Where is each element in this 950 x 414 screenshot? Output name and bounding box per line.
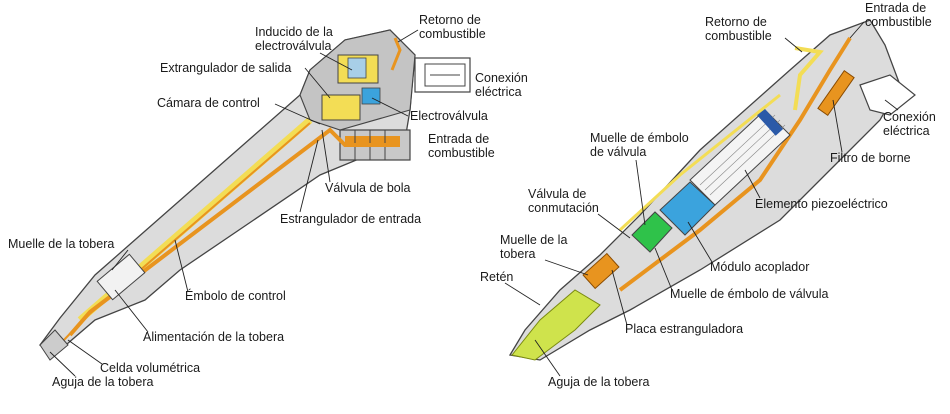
left-nozzle-tip — [39, 329, 69, 361]
left-electrical-connector — [414, 57, 471, 93]
label-right-piezo: Elemento piezoeléctrico — [755, 197, 888, 211]
label-right-filtro: Filtro de borne — [830, 151, 911, 165]
label-left-inducido-1: Inducido de la — [255, 25, 333, 39]
label-right-retorno-2: combustible — [705, 29, 772, 43]
label-left-celda: Celda volumétrica — [100, 361, 200, 375]
label-left-valvula-bola: Válvula de bola — [325, 181, 411, 195]
label-left-retorno-1: Retorno de — [419, 13, 481, 27]
label-left-aguja: Aguja de la tobera — [52, 375, 154, 389]
label-left-entrada-1: Entrada de — [428, 132, 489, 146]
left-injector — [38, 29, 471, 361]
label-left-retorno-2: combustible — [419, 27, 486, 41]
label-right-retorno-1: Retorno de — [705, 15, 767, 29]
right-needle — [511, 289, 601, 361]
label-right-modulo: Módulo acoplador — [710, 260, 809, 274]
right-injector — [508, 19, 916, 361]
right-valve — [631, 211, 673, 253]
label-right-valvula-conm-2: conmutación — [528, 201, 599, 215]
left-armature-core — [347, 57, 367, 79]
left-return-line — [390, 37, 402, 71]
label-right-muelle-embolo-top-2: de válvula — [590, 145, 646, 159]
label-left-estrangulador-entrada: Estrangulador de entrada — [280, 212, 421, 226]
label-left-conexion-1: Conexión — [475, 71, 528, 85]
label-right-aguja: Aguja de la tobera — [548, 375, 650, 389]
right-fuel-channel — [618, 36, 852, 292]
label-left-entrada-2: combustible — [428, 146, 495, 160]
label-left-alimentacion: Alimentación de la tobera — [143, 330, 284, 344]
right-labels: Retorno de combustible Entrada de combus… — [480, 1, 936, 389]
label-right-muelle-embolo-bottom: Muelle de émbolo de válvula — [670, 287, 828, 301]
label-right-muelle-tobera-2: tobera — [500, 247, 535, 261]
label-right-entrada-2: combustible — [865, 15, 932, 29]
right-piezo-stack — [689, 108, 791, 206]
label-right-placa: Placa estranguladora — [625, 322, 743, 336]
label-left-muelle-tobera: Muelle de la tobera — [8, 237, 114, 251]
label-left-inducido-2: electroválvula — [255, 39, 331, 53]
label-right-valvula-conm-1: Válvula de — [528, 187, 586, 201]
left-labels: Retorno de combustible Inducido de la el… — [8, 13, 528, 389]
right-yellow-housing — [618, 93, 781, 232]
label-right-muelle-embolo-top-1: Muelle de émbolo — [590, 131, 689, 145]
label-right-muelle-tobera-1: Muelle de la — [500, 233, 567, 247]
left-nozzle-feed — [61, 122, 311, 343]
label-right-conexion-2: eléctrica — [883, 124, 930, 138]
label-left-embolo-control: Émbolo de control — [185, 288, 286, 303]
label-right-entrada-1: Entrada de — [865, 1, 926, 15]
left-solenoid — [361, 87, 381, 105]
right-edge-filter — [817, 70, 855, 116]
label-right-reten: Retén — [480, 270, 513, 284]
label-left-electrovalvula: Electroválvula — [410, 109, 488, 123]
right-return-line — [793, 46, 824, 111]
label-left-extrangulador-salida: Extrangulador de salida — [160, 61, 291, 75]
right-nozzle-spring — [582, 252, 620, 290]
label-left-camara: Cámara de control — [157, 96, 260, 110]
label-left-conexion-2: eléctrica — [475, 85, 522, 99]
left-control-block — [321, 94, 361, 121]
right-electrical-connector — [859, 74, 916, 116]
label-right-conexion-1: Conexión — [883, 110, 936, 124]
right-coupler-module — [659, 181, 716, 236]
